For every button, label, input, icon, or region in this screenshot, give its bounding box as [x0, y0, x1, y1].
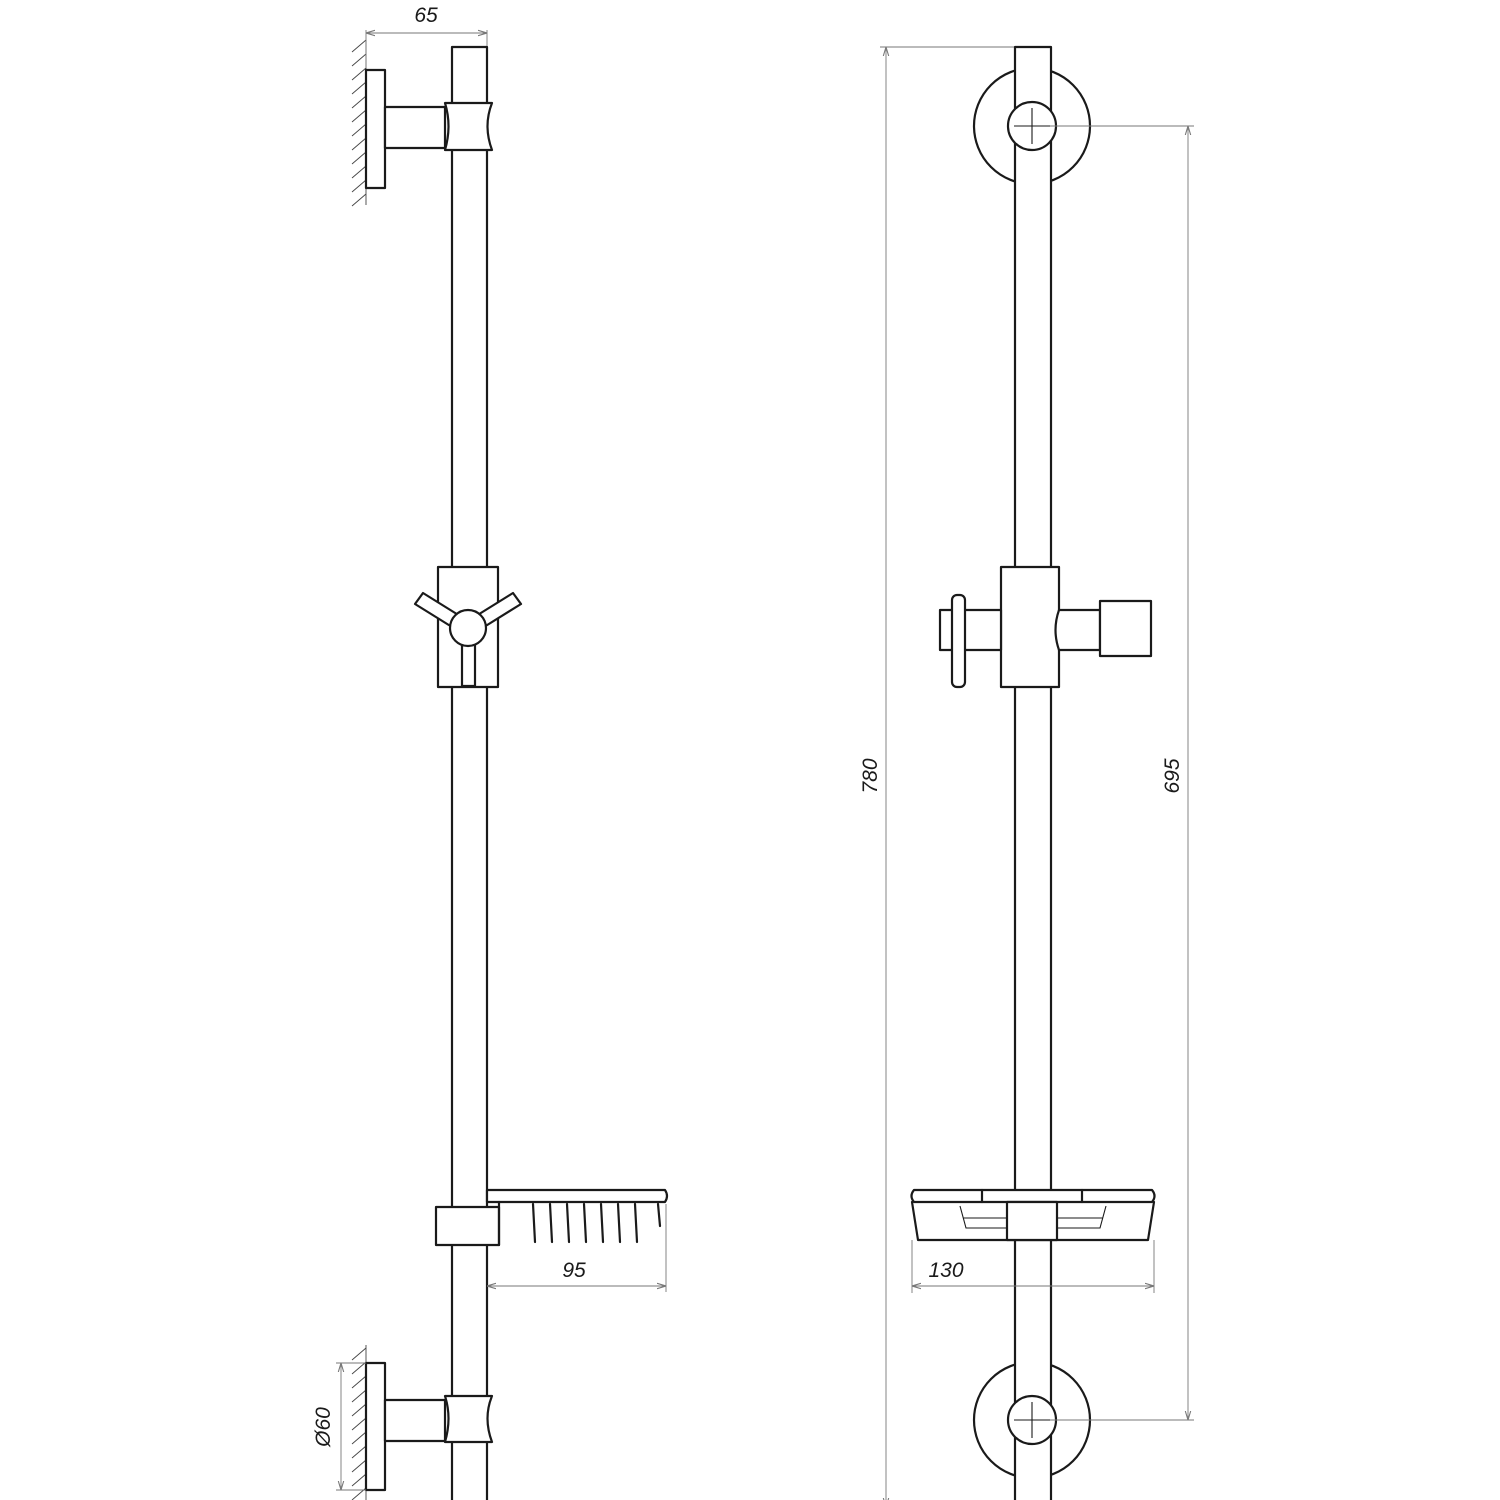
soap-basket-side: [434, 1188, 669, 1247]
slider-holder-front: [938, 565, 1153, 689]
dim-label-basket-depth: 95: [562, 1259, 586, 1282]
dimension-basket-width: 130: [911, 1240, 1155, 1293]
dim-label-total-height: 780: [859, 758, 882, 793]
front-view: 780 695 130: [859, 45, 1194, 1500]
wall-hatch-top: [351, 39, 367, 207]
dimension-flange-diameter: Ø60: [312, 1362, 366, 1491]
dim-label-mount-spacing: 695: [1161, 758, 1184, 793]
dim-label-wall-offset: 65: [414, 4, 438, 27]
top-wall-mount-side: [364, 68, 494, 190]
dimension-wall-offset: 65: [365, 4, 488, 68]
bottom-wall-mount-side: [364, 1361, 494, 1492]
rail-front: [1013, 45, 1053, 1500]
slider-holder-side: [413, 565, 523, 689]
dimension-basket-depth: 95: [487, 1204, 667, 1292]
dim-label-basket-width: 130: [928, 1259, 963, 1282]
side-view: 65 95 Ø60: [312, 4, 669, 1500]
rail-side: [450, 45, 489, 1500]
dimension-mount-spacing: 695: [1050, 125, 1194, 1421]
dim-label-flange-diameter: Ø60: [312, 1407, 335, 1448]
dimension-total-height: 780: [859, 46, 1014, 1500]
soap-basket-front: [910, 1188, 1156, 1242]
wall-hatch-bottom: [351, 1345, 367, 1500]
